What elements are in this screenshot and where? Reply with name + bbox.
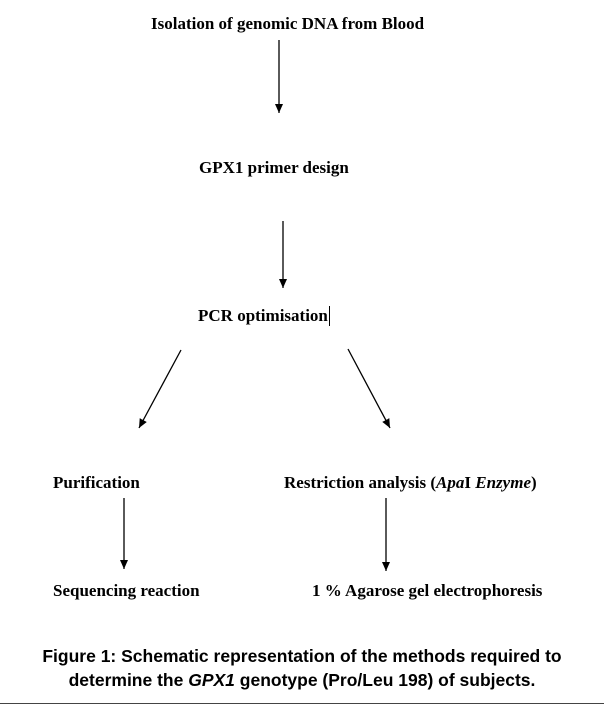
step-agarose-label: 1 % Agarose gel electrophoresis <box>312 581 543 600</box>
caption-gene-name: GPX1 <box>188 670 235 690</box>
step-sequencing-label: Sequencing reaction <box>53 581 200 600</box>
arrow-pcr-to-purification <box>138 349 182 429</box>
restriction-enzyme-suffix: I <box>464 473 476 492</box>
caption-line-2-end: genotype (Pro/Leu 198) of subjects. <box>234 670 536 690</box>
caption-line-2-start: determine the <box>68 670 189 690</box>
step-purification-label: Purification <box>53 473 140 492</box>
caption-divider <box>0 703 604 704</box>
text-cursor <box>328 306 330 326</box>
restriction-close: ) <box>531 473 537 492</box>
restriction-enzyme-word: Enzyme <box>475 473 531 492</box>
step-pcr: PCR optimisation <box>198 306 330 326</box>
step-primer-label: GPX1 primer design <box>199 158 349 177</box>
step-pcr-label: PCR optimisation <box>198 306 328 325</box>
figure-caption: Figure 1: Schematic representation of th… <box>0 644 604 692</box>
caption-line-1: Figure 1: Schematic representation of th… <box>42 646 562 666</box>
caption-line-2: determine the GPX1 genotype (Pro/Leu 198… <box>0 668 604 692</box>
restriction-prefix: Restriction analysis ( <box>284 473 437 492</box>
step-restriction: Restriction analysis (ApaI Enzyme) <box>284 473 537 493</box>
arrow-pcr-to-restriction <box>347 348 391 429</box>
step-isolation-label: Isolation of genomic DNA from Blood <box>151 14 425 33</box>
restriction-enzyme-name: Apa <box>436 473 465 492</box>
